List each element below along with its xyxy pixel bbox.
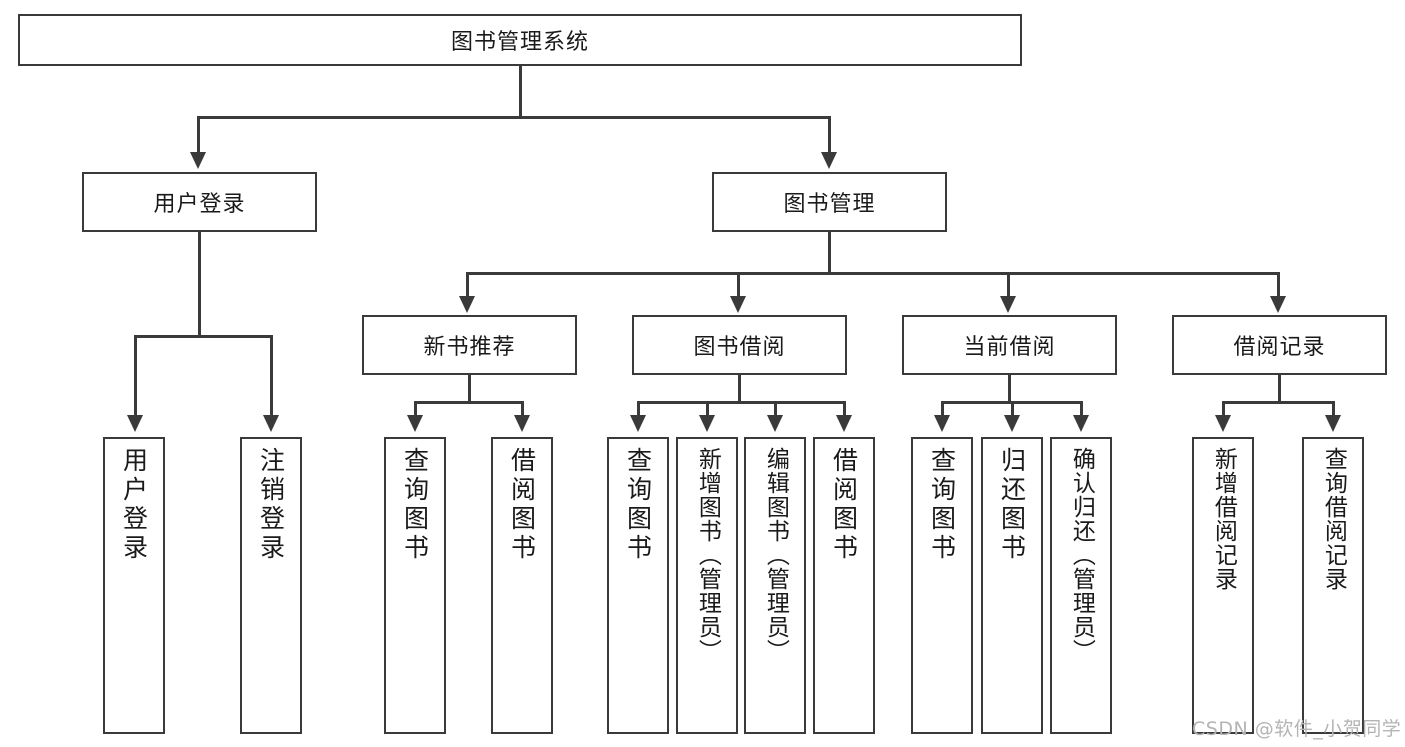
connector-bb-to-leaf-3 bbox=[774, 401, 777, 419]
leaf-label: 查询图书 bbox=[400, 447, 430, 563]
connector-user-login-bar bbox=[134, 335, 273, 338]
arrow-br-to-leaf-2 bbox=[1325, 415, 1341, 432]
arrow-nbr-to-leaf-1 bbox=[407, 415, 423, 432]
node-root-book-management-system[interactable]: 图书管理系统 bbox=[18, 14, 1022, 66]
connector-root-stem bbox=[519, 66, 522, 116]
connector-bb-to-leaf-2 bbox=[706, 401, 709, 419]
node-current-borrow[interactable]: 当前借阅 bbox=[902, 315, 1117, 375]
connector-bm-to-borrow-record bbox=[1277, 272, 1280, 300]
arrow-user-login-to-leaf-1 bbox=[127, 415, 143, 432]
leaf-book-borrow-query-book[interactable]: 查询图书 bbox=[607, 437, 669, 734]
leaf-label: 查询图书 bbox=[927, 447, 957, 563]
leaf-current-borrow-return-book[interactable]: 归还图书 bbox=[981, 437, 1043, 734]
connector-user-login-to-leaf-2 bbox=[270, 335, 273, 419]
leaf-label: 注销登录 bbox=[256, 447, 286, 563]
arrow-bb-to-leaf-2 bbox=[699, 415, 715, 432]
connector-br-bar bbox=[1222, 401, 1335, 404]
leaf-label: 确认归还（管理员） bbox=[1068, 447, 1095, 663]
connector-nbr-bar bbox=[414, 401, 524, 404]
connector-cb-to-leaf-3 bbox=[1080, 401, 1083, 419]
leaf-borrow-record-query-record[interactable]: 查询借阅记录 bbox=[1302, 437, 1364, 734]
connector-root-to-book-management bbox=[828, 116, 831, 156]
leaf-book-borrow-borrow-book[interactable]: 借阅图书 bbox=[813, 437, 875, 734]
connector-br-to-leaf-1 bbox=[1222, 401, 1225, 419]
arrow-nbr-to-leaf-2 bbox=[514, 415, 530, 432]
connector-bm-to-new-book bbox=[466, 272, 469, 300]
connector-book-management-stem bbox=[828, 232, 831, 274]
csdn-watermark: CSDN @软件_小贺同学 bbox=[1192, 718, 1402, 740]
arrow-cb-to-leaf-1 bbox=[934, 415, 950, 432]
node-label: 图书管理系统 bbox=[450, 30, 589, 55]
leaf-label: 查询图书 bbox=[623, 447, 653, 563]
connector-user-login-stem bbox=[198, 232, 201, 337]
connector-nbr-stem bbox=[468, 375, 471, 403]
node-borrow-record[interactable]: 借阅记录 bbox=[1172, 315, 1387, 375]
leaf-label: 新增借阅记录 bbox=[1210, 447, 1237, 591]
node-label: 新书推荐 bbox=[423, 335, 516, 360]
connector-nbr-to-leaf-2 bbox=[521, 401, 524, 419]
leaf-new-book-borrow-book[interactable]: 借阅图书 bbox=[491, 437, 553, 734]
leaf-new-book-query-book[interactable]: 查询图书 bbox=[384, 437, 446, 734]
node-label: 当前借阅 bbox=[963, 335, 1056, 360]
node-new-book-recommend[interactable]: 新书推荐 bbox=[362, 315, 577, 375]
arrow-bm-to-borrow-record bbox=[1270, 296, 1286, 313]
connector-bb-to-leaf-1 bbox=[637, 401, 640, 419]
connector-user-login-to-leaf-1 bbox=[134, 335, 137, 419]
connector-cb-stem bbox=[1008, 375, 1011, 403]
node-label: 借阅记录 bbox=[1233, 335, 1326, 360]
leaf-book-borrow-edit-book-admin[interactable]: 编辑图书（管理员） bbox=[744, 437, 806, 734]
arrow-bb-to-leaf-4 bbox=[836, 415, 852, 432]
arrow-bb-to-leaf-1 bbox=[630, 415, 646, 432]
connector-cb-to-leaf-2 bbox=[1011, 401, 1014, 419]
leaf-label: 新增图书（管理员） bbox=[694, 447, 721, 663]
node-book-borrow[interactable]: 图书借阅 bbox=[632, 315, 847, 375]
leaf-user-login-logout[interactable]: 注销登录 bbox=[240, 437, 302, 734]
arrow-user-login-to-leaf-2 bbox=[263, 415, 279, 432]
arrow-br-to-leaf-1 bbox=[1215, 415, 1231, 432]
connector-bb-stem bbox=[738, 375, 741, 403]
leaf-current-borrow-confirm-return-admin[interactable]: 确认归还（管理员） bbox=[1050, 437, 1112, 734]
node-label: 图书借阅 bbox=[693, 335, 786, 360]
leaf-user-login-login[interactable]: 用户登录 bbox=[103, 437, 165, 734]
node-user-login[interactable]: 用户登录 bbox=[82, 172, 317, 232]
leaf-label: 归还图书 bbox=[997, 447, 1027, 563]
arrow-root-to-book-management bbox=[821, 152, 837, 169]
leaf-book-borrow-add-book-admin[interactable]: 新增图书（管理员） bbox=[676, 437, 738, 734]
connector-bm-to-book-borrow bbox=[737, 272, 740, 300]
arrow-bb-to-leaf-3 bbox=[767, 415, 783, 432]
connector-bb-bar bbox=[637, 401, 846, 404]
connector-bb-to-leaf-4 bbox=[843, 401, 846, 419]
arrow-bm-to-current-borrow bbox=[1000, 296, 1016, 313]
connector-root-to-user-login bbox=[197, 116, 200, 156]
leaf-current-borrow-query-book[interactable]: 查询图书 bbox=[911, 437, 973, 734]
leaf-label: 借阅图书 bbox=[829, 447, 859, 563]
arrow-root-to-user-login bbox=[190, 152, 206, 169]
arrow-cb-to-leaf-3 bbox=[1073, 415, 1089, 432]
arrow-bm-to-book-borrow bbox=[730, 296, 746, 313]
connector-cb-to-leaf-1 bbox=[941, 401, 944, 419]
arrow-cb-to-leaf-2 bbox=[1004, 415, 1020, 432]
arrow-bm-to-new-book bbox=[459, 296, 475, 313]
connector-root-bar bbox=[197, 116, 831, 119]
connector-br-to-leaf-2 bbox=[1332, 401, 1335, 419]
node-label: 用户登录 bbox=[153, 192, 246, 217]
leaf-label: 借阅图书 bbox=[507, 447, 537, 563]
node-label: 图书管理 bbox=[783, 192, 876, 217]
leaf-label: 用户登录 bbox=[119, 447, 149, 563]
leaf-label: 编辑图书（管理员） bbox=[762, 447, 789, 663]
node-book-management[interactable]: 图书管理 bbox=[712, 172, 947, 232]
connector-bm-to-current-borrow bbox=[1007, 272, 1010, 300]
leaf-borrow-record-add-record[interactable]: 新增借阅记录 bbox=[1192, 437, 1254, 734]
connector-br-stem bbox=[1278, 375, 1281, 403]
leaf-label: 查询借阅记录 bbox=[1320, 447, 1347, 591]
connector-nbr-to-leaf-1 bbox=[414, 401, 417, 419]
connector-book-management-bar bbox=[466, 272, 1280, 275]
